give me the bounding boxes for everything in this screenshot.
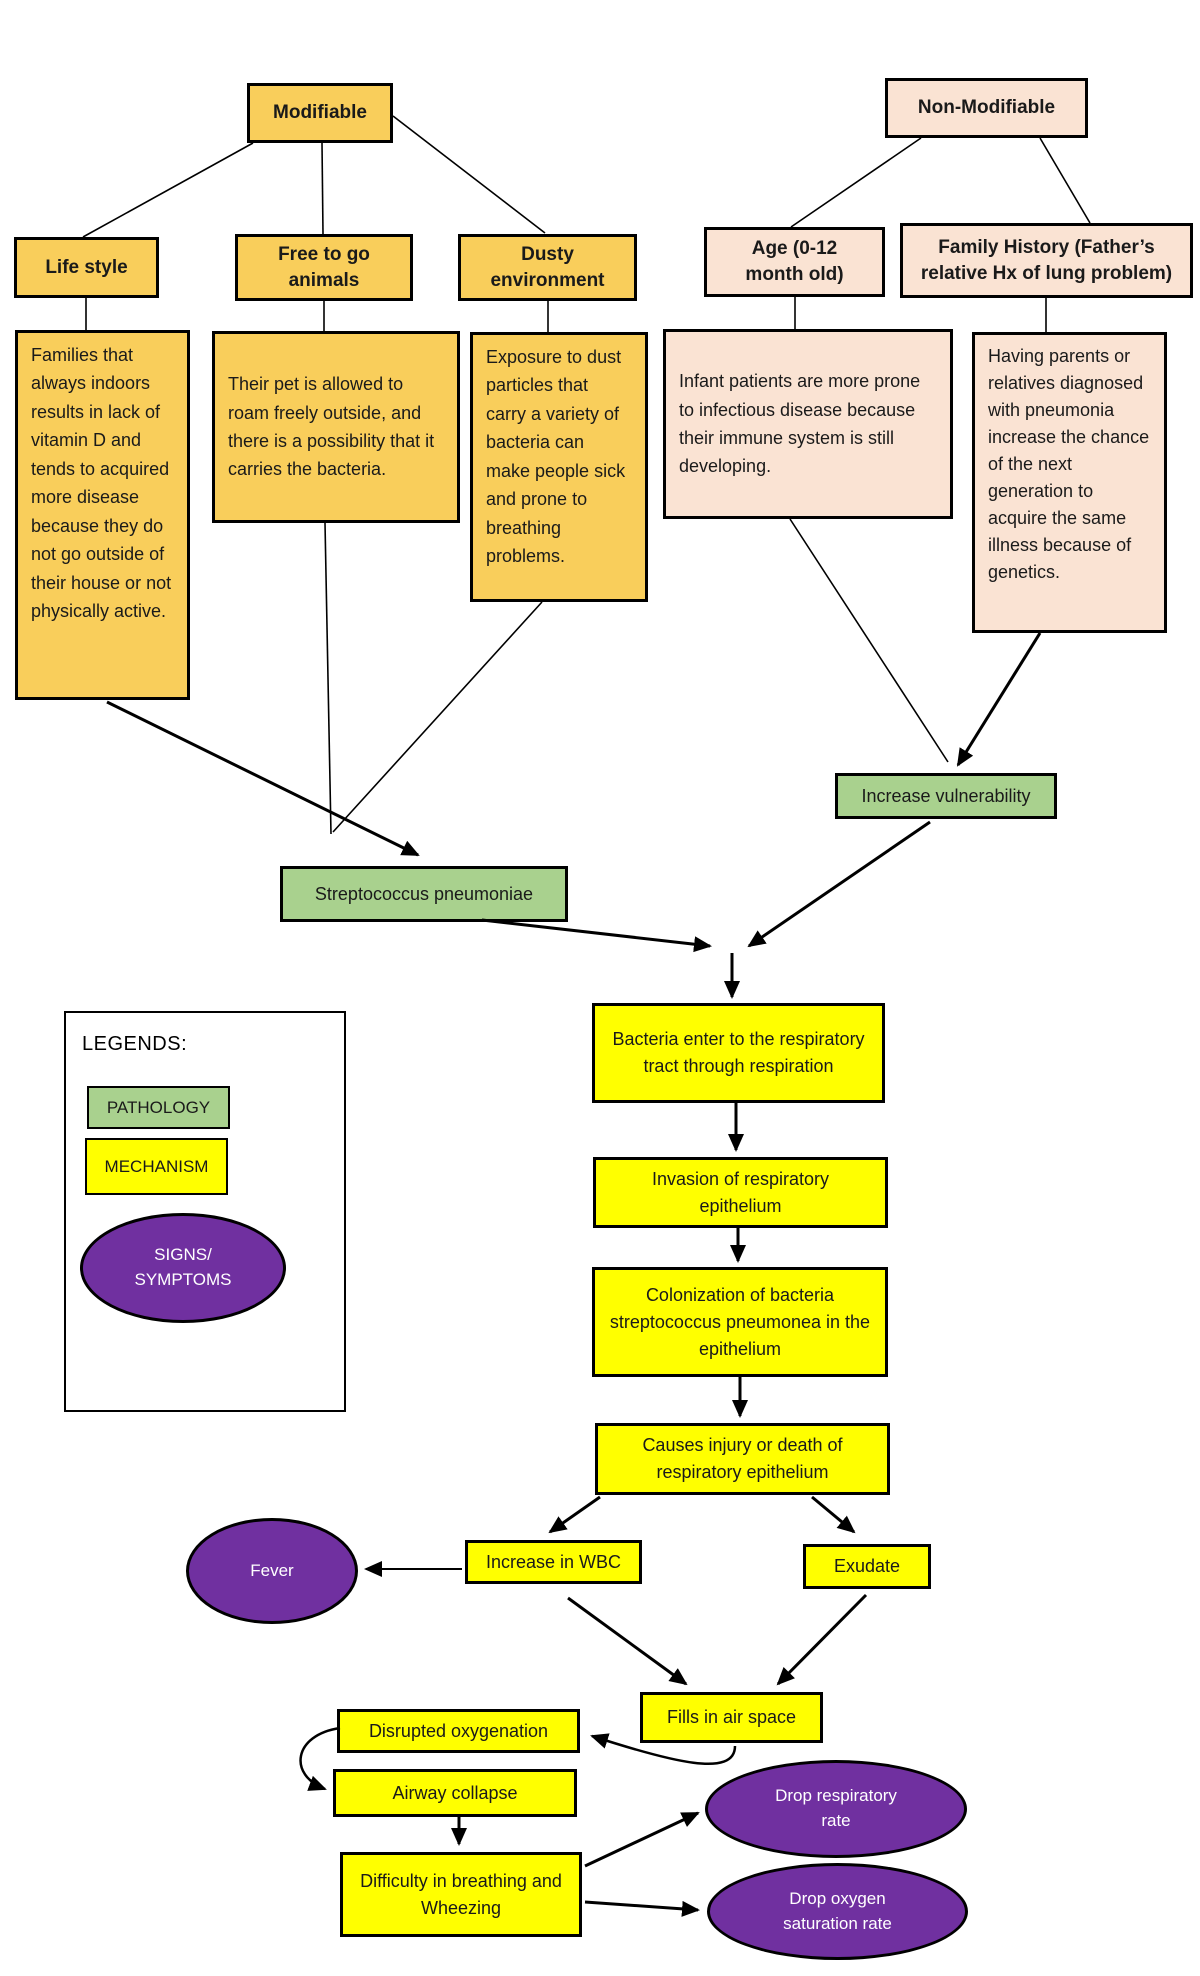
node-fever: Fever (186, 1518, 358, 1624)
node-genetics-description: Having parents or relatives diagnosed wi… (972, 332, 1167, 633)
node-increase-wbc: Increase in WBC (465, 1540, 642, 1584)
node-airway-collapse: Airway collapse (333, 1769, 577, 1817)
legend-box (64, 1011, 346, 1412)
node-modifiable: Modifiable (247, 83, 393, 143)
node-fever-label: Fever (250, 1560, 294, 1580)
node-dust-description: Exposure to dust particles that carry a … (470, 332, 648, 602)
node-increase-vulnerability: Increase vulnerability (835, 773, 1057, 819)
node-dusty-environment: Dusty environment (458, 234, 637, 301)
node-life-style-description: Families that always indoors results in … (15, 330, 190, 700)
node-drop-respiratory-rate: Drop respiratory rate (705, 1760, 967, 1858)
node-bacteria-enter: Bacteria enter to the respiratory tract … (592, 1003, 885, 1103)
node-difficulty-breathing: Difficulty in breathing and Wheezing (340, 1852, 582, 1937)
node-life-style: Life style (14, 237, 159, 298)
node-exudate: Exudate (803, 1544, 931, 1589)
node-infant-description: Infant patients are more prone to infect… (663, 329, 953, 519)
node-drop-oxygen-saturation-label: Drop oxygen saturation rate (783, 1888, 892, 1933)
node-free-to-go-animals: Free to go animals (235, 234, 413, 301)
node-fills-air-space: Fills in air space (640, 1692, 823, 1743)
legend-title: LEGENDS: (82, 1033, 188, 1055)
node-injury-epithelium: Causes injury or death of respiratory ep… (595, 1423, 890, 1495)
legend-mechanism-chip: MECHANISM (85, 1138, 228, 1195)
legend-symptoms-ellipse: SIGNS/ SYMPTOMS (80, 1213, 286, 1323)
node-non-modifiable: Non-Modifiable (885, 78, 1088, 138)
node-family-history: Family History (Father’s relative Hx of … (900, 223, 1193, 298)
legend-symptoms-label: SIGNS/ SYMPTOMS (134, 1245, 232, 1289)
legend-pathology-chip: PATHOLOGY (87, 1086, 230, 1129)
node-invasion-epithelium: Invasion of respiratory epithelium (593, 1157, 888, 1228)
node-age: Age (0-12 month old) (704, 227, 885, 297)
node-pet-description: Their pet is allowed to roam freely outs… (212, 331, 460, 523)
node-colonization: Colonization of bacteria streptococcus p… (592, 1267, 888, 1377)
node-disrupted-oxygenation: Disrupted oxygenation (337, 1709, 580, 1753)
node-drop-oxygen-saturation: Drop oxygen saturation rate (707, 1863, 968, 1960)
node-drop-respiratory-rate-label: Drop respiratory rate (775, 1786, 897, 1830)
node-streptococcus-pneumoniae: Streptococcus pneumoniae (280, 866, 568, 922)
